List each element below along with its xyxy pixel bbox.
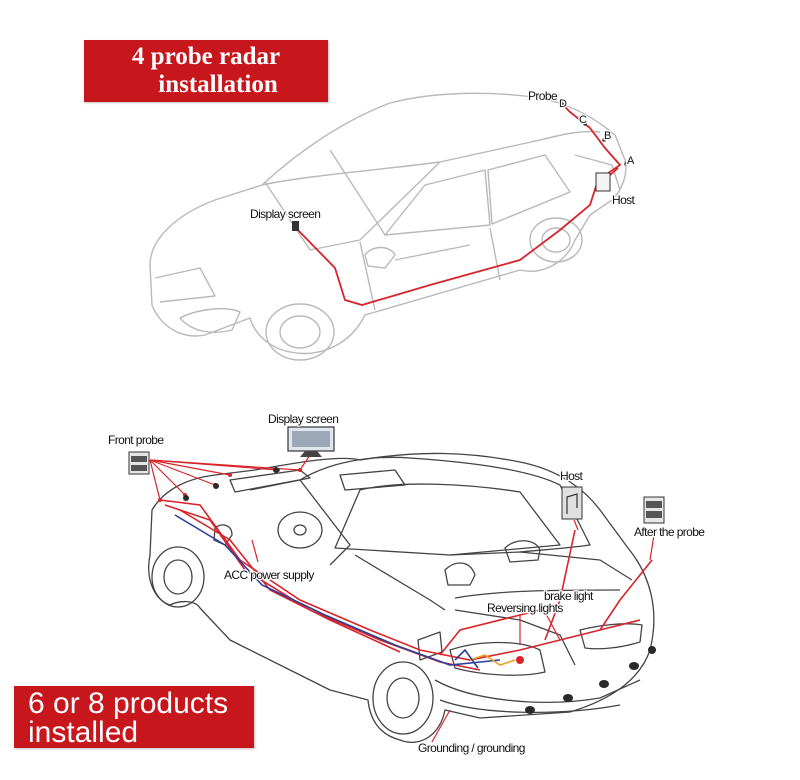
- label-grounding: Grounding / grounding: [418, 741, 525, 755]
- bottom-title-line-2: installed: [28, 716, 139, 749]
- bottom-car: [148, 452, 655, 743]
- front-probe-callouts: [149, 451, 655, 743]
- title-line-1: 4 probe radar: [131, 43, 281, 70]
- label-after-the-probe: After the probe: [634, 525, 705, 539]
- label-display-screen-bottom: Display screen: [268, 412, 338, 426]
- top-host-box: [595, 172, 611, 192]
- after-probe-device-icon: [643, 496, 665, 524]
- label-probe: Probe: [528, 89, 558, 103]
- top-wiring: [295, 103, 622, 306]
- label-brake-light: brake light: [544, 589, 594, 603]
- label-sensor-d: D: [559, 98, 567, 110]
- label-host-top: Host: [612, 193, 636, 207]
- title-banner-4-probe: 4 probe radar installation: [84, 40, 328, 102]
- sensor-point-d: [560, 102, 564, 106]
- display-screen-device-icon: [287, 426, 335, 457]
- label-host-bottom: Host: [560, 469, 584, 483]
- front-probe-device-icon: [128, 451, 150, 475]
- rear-probes: [183, 467, 656, 714]
- label-front-probe: Front probe: [108, 433, 164, 447]
- top-display-device: [292, 221, 299, 231]
- bottom-wiring: [159, 499, 653, 671]
- top-car: [149, 92, 627, 361]
- host-device-icon: [561, 486, 583, 520]
- title-banner-6-8-products: 6 or 8 products installed: [14, 686, 254, 748]
- label-display-screen-top: Display screen: [250, 207, 320, 221]
- label-sensor-c: C: [579, 114, 587, 126]
- sensor-point-b: [602, 138, 606, 142]
- sensor-point-a: [624, 162, 628, 166]
- label-acc-power-supply: ACC power supply: [224, 568, 314, 582]
- label-sensor-a: A: [627, 155, 635, 167]
- bottom-title-line-1: 6 or 8 products: [28, 687, 229, 720]
- title-line-2: installation: [158, 71, 278, 98]
- label-sensor-b: B: [604, 130, 611, 142]
- sensor-point-c: [583, 122, 587, 126]
- label-reversing-lights: Reversing lights: [487, 601, 563, 615]
